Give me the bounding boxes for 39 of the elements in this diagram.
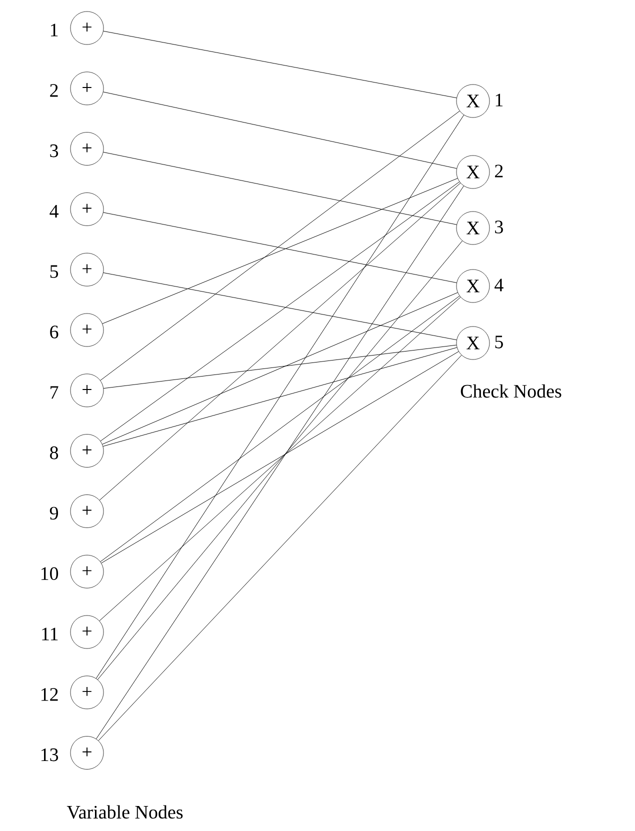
- node-number: 8: [50, 446, 58, 460]
- node-number: 10: [41, 567, 58, 580]
- node-number: 9: [50, 506, 58, 520]
- node-number: 7: [50, 386, 58, 399]
- connector-line: [99, 296, 461, 622]
- connector-line: [96, 114, 464, 679]
- connector-line: [102, 292, 458, 444]
- node-number: 4: [494, 278, 504, 292]
- connector-line: [100, 296, 460, 562]
- connector-line: [102, 178, 458, 324]
- connector-line: [100, 182, 460, 442]
- connector-line: [100, 110, 460, 381]
- connector-line: [103, 92, 457, 169]
- node-number: 3: [50, 144, 58, 158]
- connector-line: [102, 347, 458, 447]
- connector-line: [98, 354, 462, 741]
- node-number: 1: [50, 24, 58, 36]
- node-number: 6: [50, 326, 58, 338]
- node-number: 3: [495, 220, 503, 234]
- node-number: 2: [495, 164, 503, 178]
- node-number: 11: [42, 628, 58, 640]
- connector-line: [103, 272, 457, 340]
- node-number: 4: [50, 204, 58, 218]
- node-number: 13: [41, 748, 58, 762]
- connector-line: [97, 240, 463, 680]
- connector-line: [103, 30, 457, 98]
- connector-line: [103, 152, 457, 225]
- group-label: Check Nodes: [460, 384, 562, 398]
- node-number: 5: [495, 336, 503, 348]
- connector-line: [99, 182, 461, 500]
- connector-line: [96, 186, 464, 740]
- node-number: 2: [50, 84, 58, 97]
- connector-line: [101, 351, 459, 564]
- connector-line: [103, 212, 457, 283]
- node-number: 5: [50, 265, 58, 278]
- node-number: 12: [41, 688, 58, 701]
- connector-line: [103, 344, 457, 389]
- node-number: 1: [496, 94, 503, 106]
- group-label: Variable Nodes: [66, 805, 183, 819]
